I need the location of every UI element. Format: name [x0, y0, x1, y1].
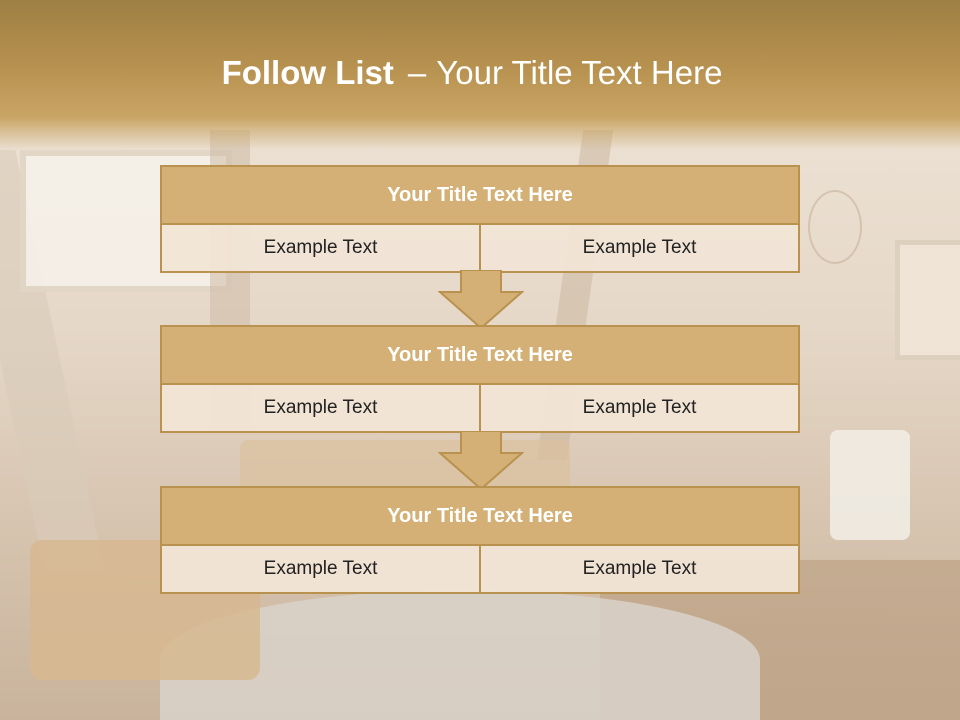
background-chair: [830, 430, 910, 540]
block-title: Your Title Text Here: [162, 327, 798, 385]
block-cell-left: Example Text: [162, 385, 479, 431]
block-title: Your Title Text Here: [162, 167, 798, 225]
block-cell-left: Example Text: [162, 546, 479, 592]
block-row: Example Text Example Text: [162, 225, 798, 271]
slide-title: Follow List–Your Title Text Here: [0, 54, 944, 92]
block-cell-right: Example Text: [479, 385, 798, 431]
title-rest: Your Title Text Here: [436, 54, 723, 91]
background-lamp: [808, 190, 862, 264]
block-cell-left: Example Text: [162, 225, 479, 271]
block-row: Example Text Example Text: [162, 385, 798, 431]
background-rug: [160, 590, 760, 720]
list-block-1: Your Title Text Here Example Text Exampl…: [160, 165, 800, 273]
background-window: [895, 240, 960, 360]
block-row: Example Text Example Text: [162, 546, 798, 592]
header-band: Follow List–Your Title Text Here: [0, 0, 960, 150]
block-title: Your Title Text Here: [162, 488, 798, 546]
list-block-2: Your Title Text Here Example Text Exampl…: [160, 325, 800, 433]
title-bold-part: Follow List: [221, 54, 394, 91]
block-cell-right: Example Text: [479, 225, 798, 271]
down-arrow-icon: [438, 270, 524, 330]
title-separator: –: [407, 54, 427, 91]
down-arrow-icon: [438, 431, 524, 491]
block-cell-right: Example Text: [479, 546, 798, 592]
list-block-3: Your Title Text Here Example Text Exampl…: [160, 486, 800, 594]
